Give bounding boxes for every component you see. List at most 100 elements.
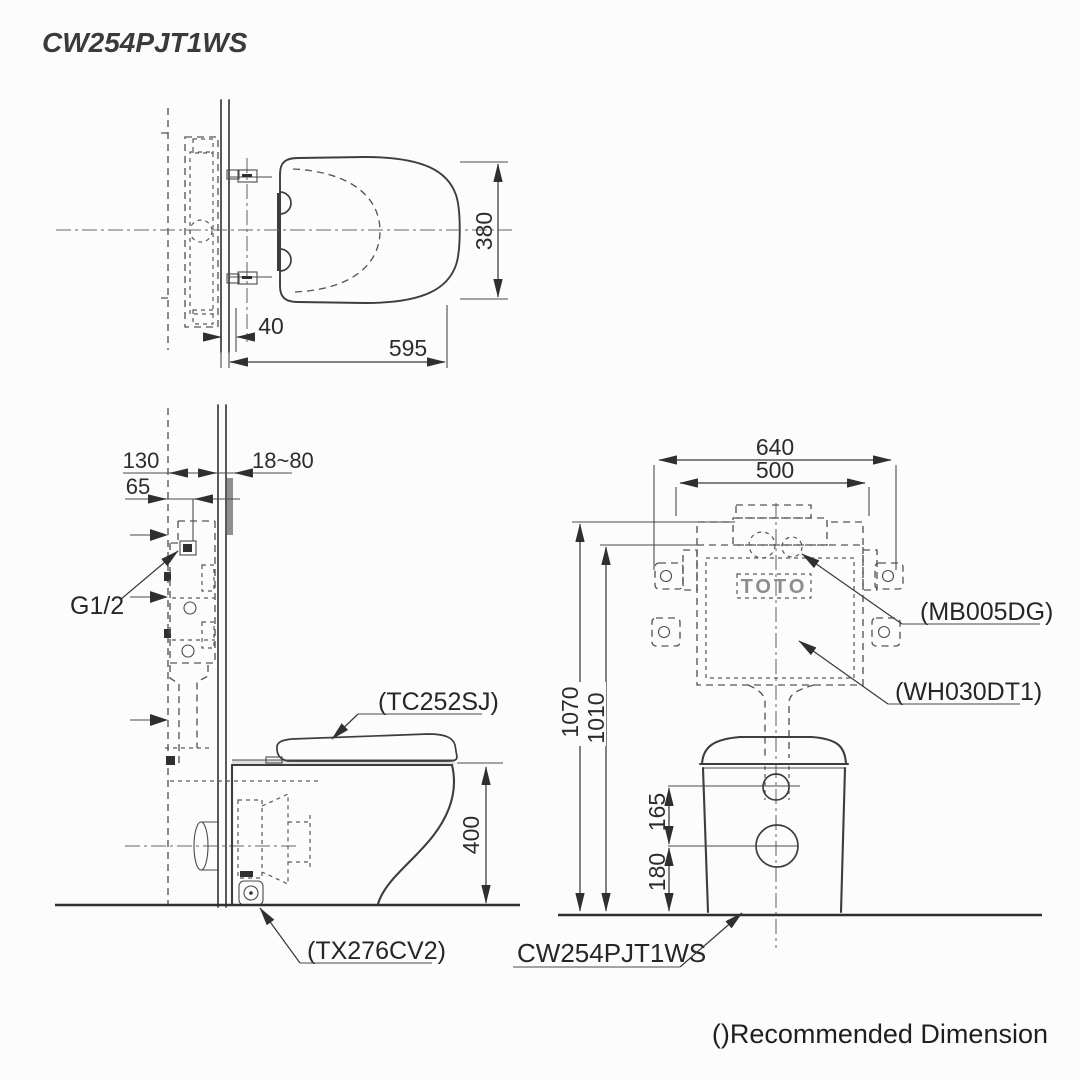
outlet-label-leader <box>259 907 301 964</box>
bracket-bolt-1 <box>659 569 673 583</box>
flush-button-small <box>781 536 803 558</box>
rim-gap <box>232 760 455 765</box>
seat-outline <box>279 156 461 304</box>
dim-500-extensions <box>675 487 870 516</box>
flush-plate-leader <box>801 553 903 625</box>
dim-1010-text: 1010 <box>583 692 609 743</box>
dim-595-text: 595 <box>389 335 427 361</box>
inlet-plan <box>189 219 213 243</box>
bowl-back-mark <box>240 871 253 877</box>
bracket-top-left <box>654 562 684 590</box>
wall-lines <box>220 99 230 353</box>
flush-plate-label: (MB005DG) <box>920 598 1053 626</box>
bowl-sides <box>701 766 847 914</box>
bowl-front-curve <box>376 763 456 906</box>
recommended-dimension-note: ()Recommended Dimension <box>712 1019 1048 1049</box>
bracket-bolt-3 <box>657 625 671 639</box>
concealed-tank-plan <box>184 136 219 328</box>
outlet-fitting-circle <box>243 885 259 901</box>
tank-top-steps <box>696 521 864 545</box>
seat-hinge-tab <box>265 756 283 764</box>
supply-fitting-core <box>183 544 192 552</box>
tank-body-front <box>696 544 864 686</box>
trap-flange <box>237 799 263 879</box>
outlet-model-label: (TX276CV2) <box>307 937 446 965</box>
supply-fitting <box>179 540 197 556</box>
supply-hole <box>762 773 790 801</box>
bracket-bottom-right <box>871 617 901 647</box>
wall-notch-bottom <box>226 273 240 284</box>
side-view: 130 18~80 65 G1/2 <box>55 404 520 965</box>
hinge-bolt-arc-bottom <box>279 248 292 272</box>
dim-wall-text: 18~80 <box>252 448 314 473</box>
flush-elbow-lines <box>165 747 318 782</box>
dim-65-text: 65 <box>126 474 150 499</box>
tank-internal-lines <box>172 597 215 641</box>
hinge-plate-lines <box>229 176 272 278</box>
front-view: 640 500 TOTO 1070 1010 <box>513 434 1053 968</box>
dim-640-extensions <box>653 465 897 570</box>
bracket-bottom-left <box>651 617 681 647</box>
hinge-bolt-arc-top <box>279 191 292 215</box>
wall-finish-strip <box>227 478 233 535</box>
water-supply-arrows <box>130 529 168 726</box>
tank-rail-2 <box>201 621 215 649</box>
fixing-bolt-bottom <box>237 271 258 285</box>
dim-380-text: 380 <box>471 212 497 250</box>
tank-logo-text: TOTO <box>741 576 808 598</box>
bracket-bolt-2 <box>881 569 895 583</box>
fixing-bolt-top <box>237 169 258 183</box>
dim-595-extensions <box>220 305 448 368</box>
tank-detail-bottom <box>192 309 214 325</box>
dim-130-text: 130 <box>123 448 160 473</box>
cistern-label: (WH030DT1) <box>895 678 1042 706</box>
hole-center-lines <box>668 785 800 847</box>
seat-lid-profile <box>276 733 458 762</box>
dim-165-text: 165 <box>644 793 670 831</box>
frame-clip-2 <box>164 629 171 638</box>
tank-inner-plan <box>189 151 214 315</box>
dim-500-text: 500 <box>756 457 794 483</box>
tank-inner-front <box>705 557 855 679</box>
seat-model-label: (TC252SJ) <box>378 688 499 716</box>
supply-leader <box>119 550 179 601</box>
bracket-top-right <box>874 562 904 590</box>
frame-clip-1 <box>164 572 171 581</box>
dim-380-extensions <box>460 161 508 300</box>
tank-rail-1 <box>201 564 215 592</box>
tank-bolt-1 <box>183 601 197 615</box>
dim-400-text: 400 <box>458 816 484 854</box>
dim-text-backing <box>554 682 606 746</box>
product-code-title: CW254PJT1WS <box>42 27 248 58</box>
dim-180-text: 180 <box>644 853 670 891</box>
logo-box <box>736 573 812 599</box>
dim-1070-text: 1070 <box>557 686 583 737</box>
wall-notch-top <box>226 169 240 180</box>
bolt-mark-bottom <box>242 276 252 279</box>
tank-detail-top <box>192 138 214 154</box>
bolt-mark-top <box>242 174 252 177</box>
outlet-fitting-dot <box>249 891 253 895</box>
trap-socket <box>261 793 289 885</box>
flush-pipe-side <box>169 665 209 768</box>
dim-40-text: 40 <box>258 313 284 339</box>
dim-640-text: 640 <box>756 434 794 460</box>
wing-left <box>682 549 698 591</box>
bracket-bolt-4 <box>877 625 891 639</box>
tank-top-panel <box>735 504 812 519</box>
frame-clip-3 <box>166 756 175 765</box>
top-view: 380 40 595 <box>56 99 512 368</box>
supply-size-label: G1/2 <box>70 592 124 620</box>
bowl-model-label: CW254PJT1WS <box>517 938 706 968</box>
tank-bolt-2 <box>181 644 195 658</box>
cistern-leader <box>798 640 889 705</box>
trap-detail <box>288 815 311 870</box>
frame-ticks <box>161 132 168 299</box>
seat-label-leader <box>331 713 359 740</box>
wing-right <box>862 549 878 591</box>
tank-outline-side <box>169 520 216 664</box>
button-block <box>732 517 828 546</box>
waste-pipe-body <box>201 821 218 871</box>
